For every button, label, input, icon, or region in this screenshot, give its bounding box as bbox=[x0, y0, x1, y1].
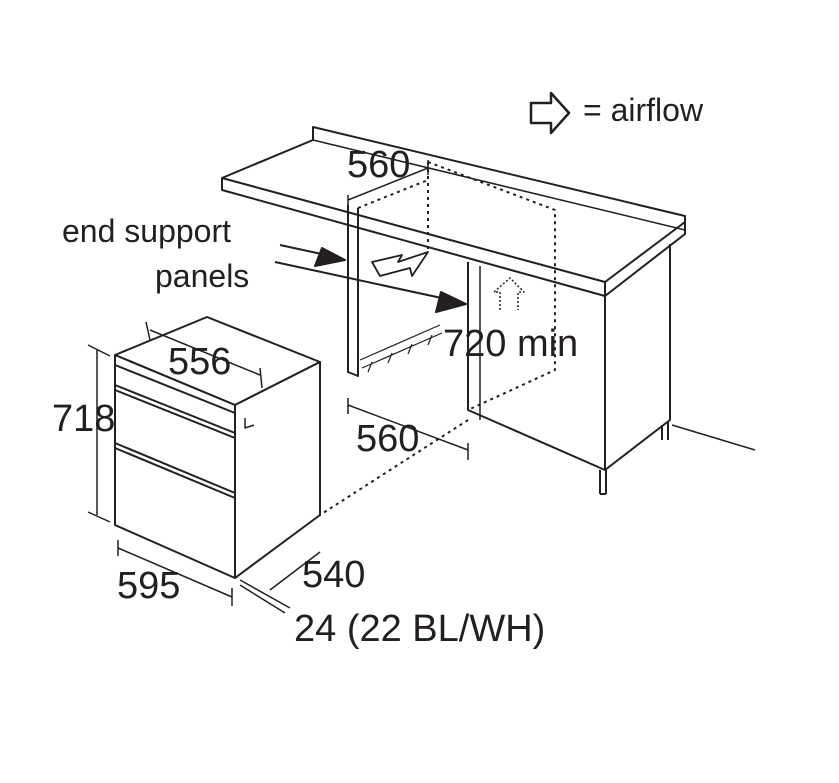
left-end-support-panel bbox=[347, 205, 359, 377]
end-support-label-line2: panels bbox=[155, 258, 250, 294]
oven-top-width-label: 556 bbox=[168, 341, 232, 383]
airflow-arrow-down-left-icon bbox=[371, 251, 429, 277]
niche-height-min-label: 720 min bbox=[443, 323, 579, 365]
oven-width-label: 595 bbox=[117, 565, 181, 607]
airflow-arrow-up-icon bbox=[493, 277, 525, 310]
countertop bbox=[221, 126, 686, 297]
niche-width-top-label: 560 bbox=[347, 144, 411, 186]
mounting-rail bbox=[359, 324, 443, 373]
niche-outline bbox=[319, 161, 556, 516]
airflow-legend-arrow-icon bbox=[529, 91, 571, 135]
airflow-legend-label: = airflow bbox=[583, 92, 704, 128]
end-support-pointers bbox=[274, 244, 467, 313]
oven-depth-label: 540 bbox=[302, 554, 366, 596]
end-support-label-line1: end support bbox=[62, 213, 232, 249]
front-offset-label: 24 (22 BL/WH) bbox=[294, 608, 546, 650]
niche-width-bottom-label: 560 bbox=[356, 418, 420, 460]
right-cabinet bbox=[467, 244, 756, 495]
oven bbox=[114, 316, 321, 579]
oven-height-label: 718 bbox=[52, 398, 116, 440]
dimension-lines bbox=[87, 160, 469, 614]
